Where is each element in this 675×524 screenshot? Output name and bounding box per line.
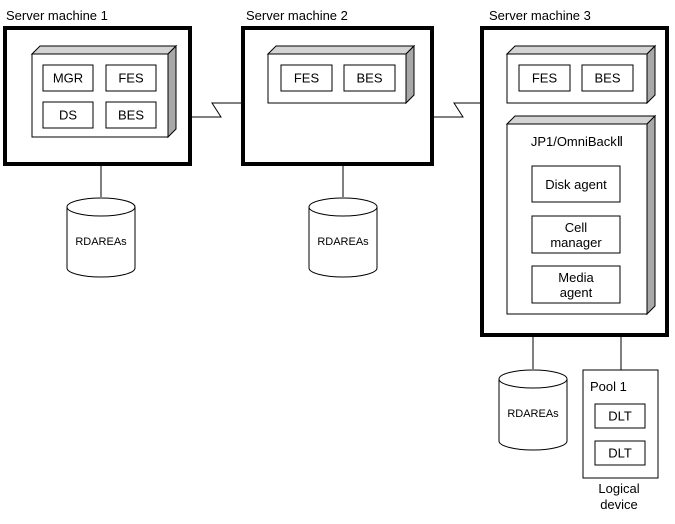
server-2-block-side bbox=[405, 44, 415, 105]
server-3-title: Server machine 3 bbox=[489, 8, 591, 23]
cell-manager-label-line1: Cell bbox=[565, 220, 588, 235]
server-3-rdareas-cylinder bbox=[498, 369, 568, 451]
server-3-bes-box bbox=[581, 64, 634, 92]
server-1-rdareas-label: RDAREAs bbox=[75, 236, 127, 248]
server-machine-2: Server machine 2 FES BES RDAREAs bbox=[241, 8, 434, 278]
disk-agent-box bbox=[531, 165, 621, 203]
dlt-device-2-label: DLT bbox=[608, 446, 632, 461]
omniback-block-side bbox=[646, 114, 656, 316]
server-2-fes-label: FES bbox=[294, 71, 320, 86]
logical-device-caption-line2: device bbox=[600, 497, 638, 512]
server-3-fes-label: FES bbox=[532, 71, 558, 86]
server-2-block-top bbox=[266, 45, 416, 55]
server-2-rdareas-label: RDAREAs bbox=[317, 236, 369, 248]
server-3-bes-label: BES bbox=[594, 71, 620, 86]
media-agent-label-line2: agent bbox=[560, 285, 593, 300]
server-1-block-side bbox=[167, 44, 177, 139]
server-2-fes-box bbox=[280, 64, 333, 92]
server-1-fes-label: FES bbox=[118, 71, 144, 86]
dlt-device-1-box bbox=[594, 403, 646, 429]
server-2-title: Server machine 2 bbox=[246, 8, 348, 23]
network-link-1-2 bbox=[192, 102, 242, 118]
server-3-block-top bbox=[505, 45, 657, 55]
dlt-device-2-box bbox=[594, 440, 646, 466]
media-agent-box bbox=[531, 265, 621, 304]
dlt-device-1-label: DLT bbox=[608, 409, 632, 424]
server-1-rdareas-cylinder bbox=[66, 197, 136, 278]
server-2-bes-box bbox=[343, 64, 396, 92]
media-agent-label-line1: Media bbox=[558, 270, 594, 285]
omniback-block-top bbox=[505, 115, 657, 125]
network-link-2-3 bbox=[434, 102, 482, 118]
server-3-fes-box bbox=[518, 64, 571, 92]
server-1-bes-label: BES bbox=[118, 108, 144, 123]
server-1-mgr-label: MGR bbox=[53, 71, 83, 86]
server-1-title: Server machine 1 bbox=[6, 8, 108, 23]
server-1-mgr-box bbox=[42, 64, 94, 92]
server-3-rdareas-label: RDAREAs bbox=[507, 408, 559, 420]
logical-device-caption-line1: Logical bbox=[598, 481, 639, 496]
server-3-block-side bbox=[646, 44, 656, 105]
server-machine-1: Server machine 1 MGR FES DS BES RDAREAs bbox=[3, 8, 192, 278]
server-machine-3: Server machine 3 FES BES JP1/OmniBackⅡ D… bbox=[480, 8, 669, 451]
server-1-fes-box bbox=[105, 64, 157, 92]
server-1-block-top bbox=[30, 45, 178, 55]
server-1-ds-label: DS bbox=[59, 108, 77, 123]
pool-1-title: Pool 1 bbox=[590, 379, 627, 394]
omniback-title: JP1/OmniBackⅡ bbox=[531, 134, 623, 149]
disk-agent-label: Disk agent bbox=[545, 177, 607, 192]
cell-manager-box bbox=[531, 215, 621, 254]
pool-1: Pool 1 DLT DLT Logical device bbox=[582, 369, 659, 512]
server-1-bes-box bbox=[105, 101, 157, 129]
server-2-bes-label: BES bbox=[356, 71, 382, 86]
server-1-ds-box bbox=[42, 101, 94, 129]
server-2-rdareas-cylinder bbox=[308, 197, 378, 278]
cell-manager-label-line2: manager bbox=[550, 235, 602, 250]
